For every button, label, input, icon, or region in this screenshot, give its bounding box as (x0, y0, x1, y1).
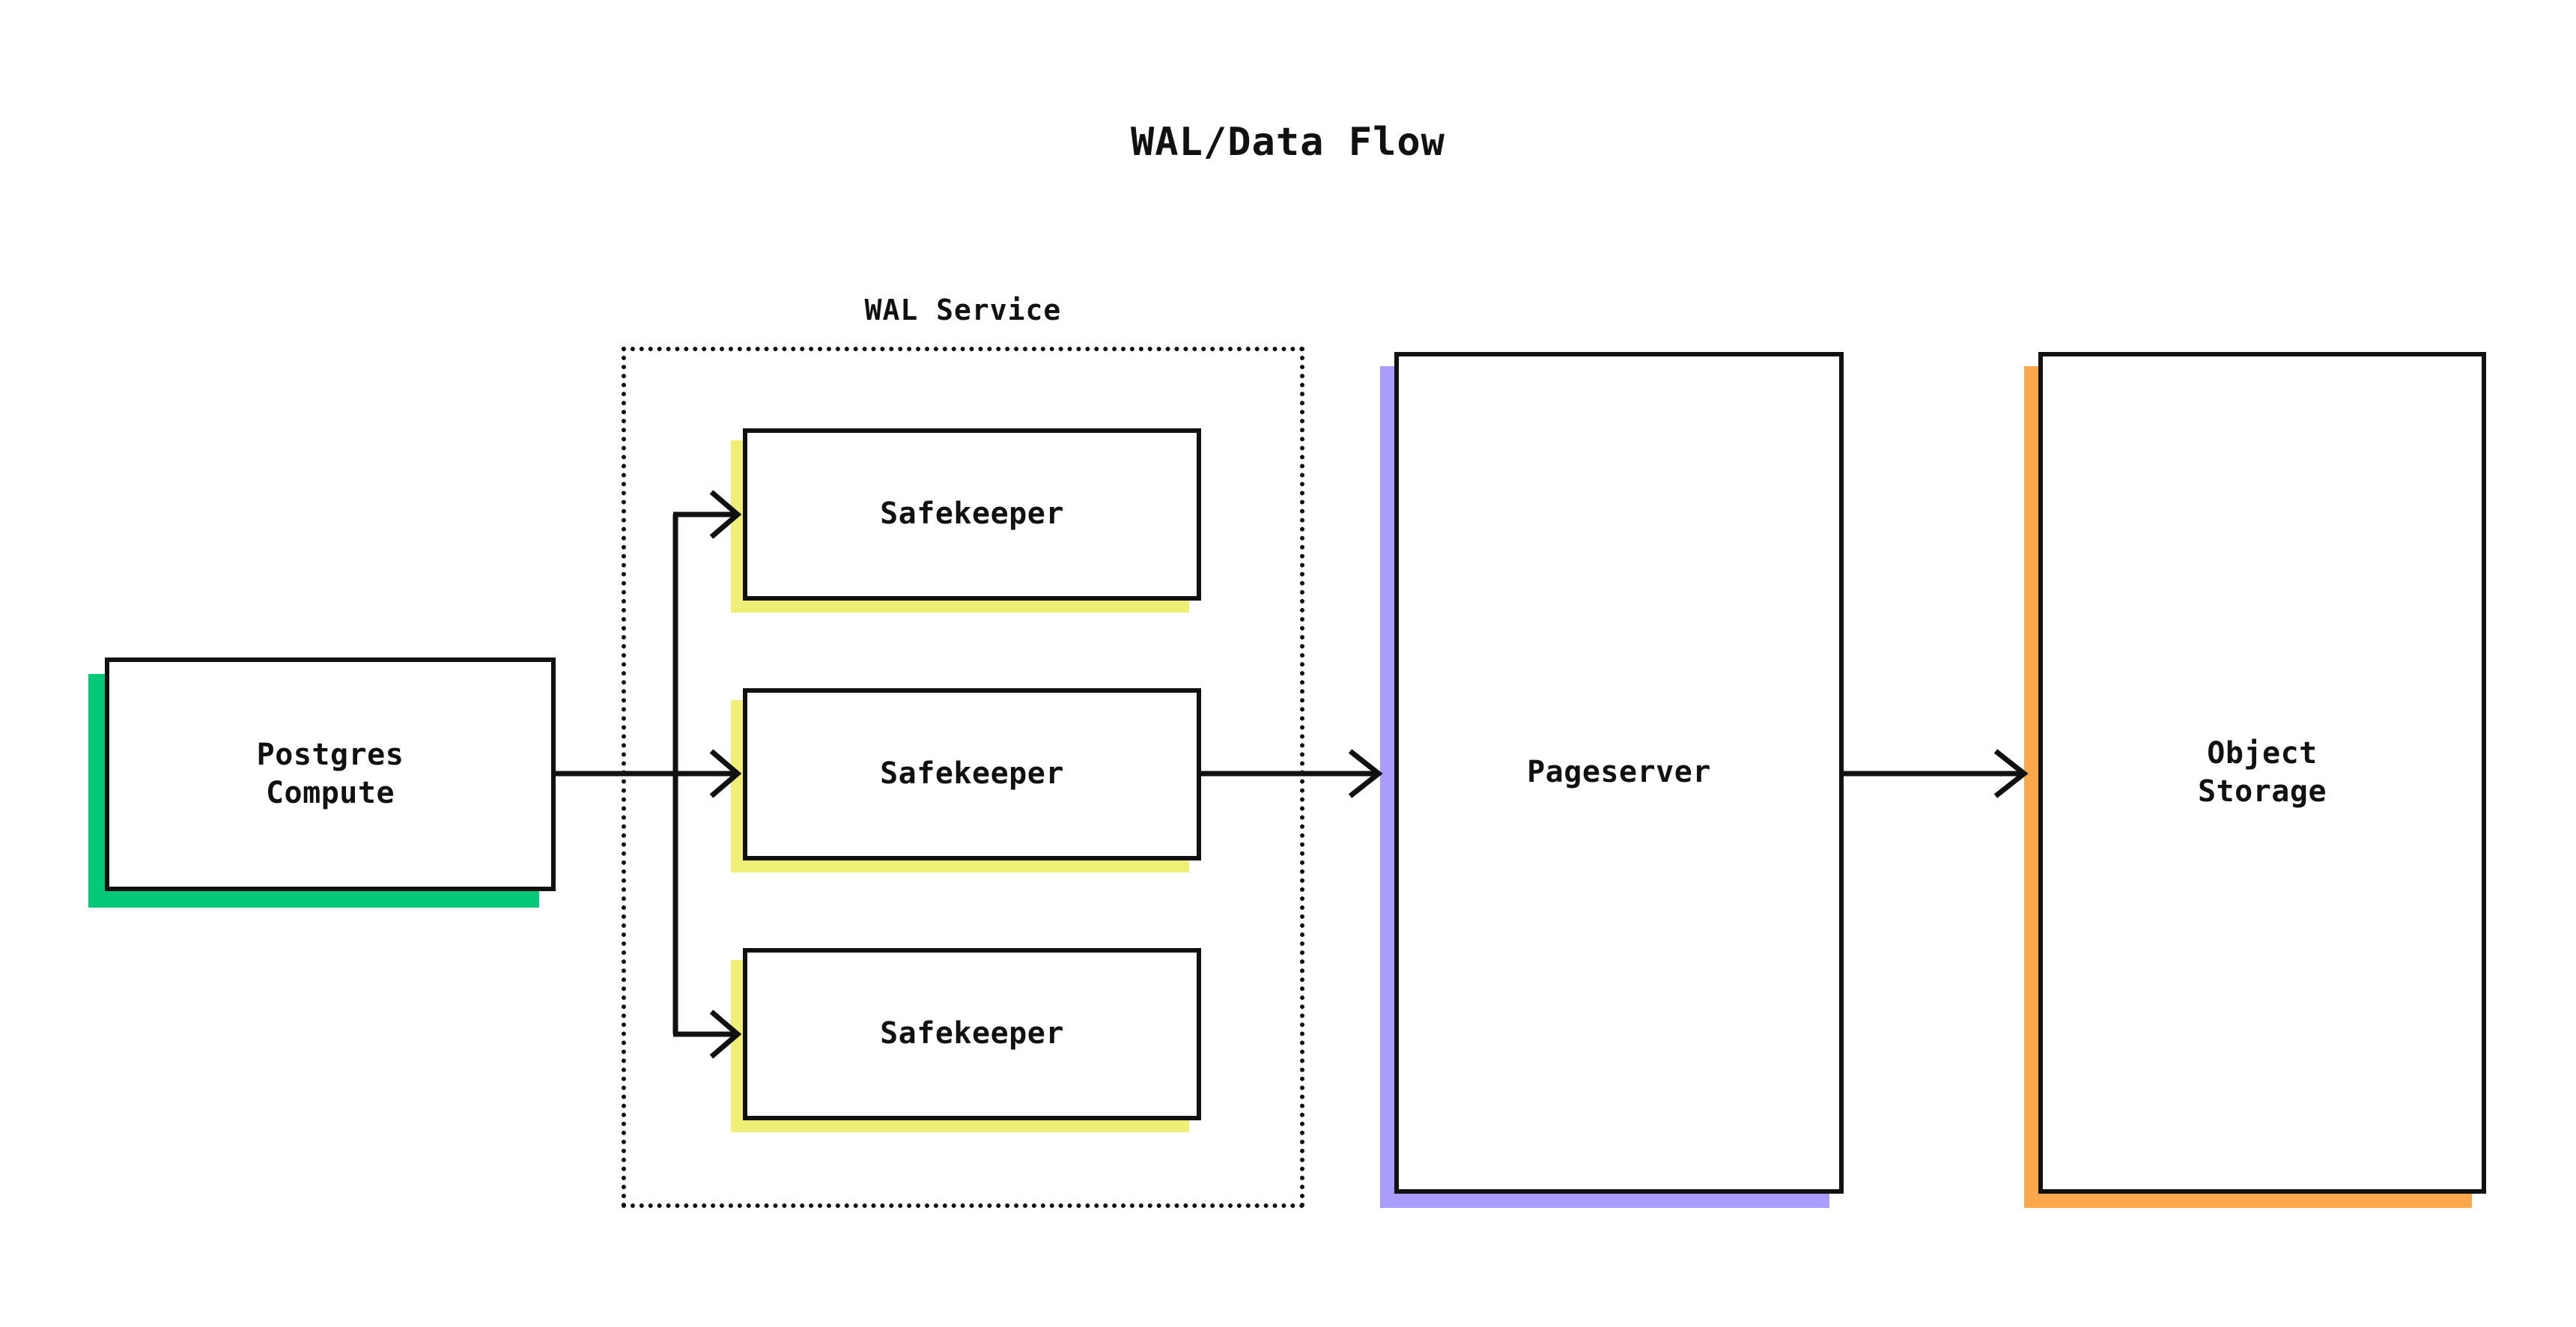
node-postgres-compute[interactable]: Postgres Compute (105, 658, 556, 891)
page-title: WAL/Data Flow (1131, 120, 1445, 165)
node-object-storage-label: Object Storage (2197, 735, 2327, 809)
node-safekeeper-1[interactable]: Safekeeper (743, 428, 1201, 601)
group-boundary-wal-service (622, 347, 1304, 1208)
node-pageserver[interactable]: Pageserver (1394, 352, 1844, 1194)
node-object-storage[interactable]: Object Storage (2038, 352, 2486, 1194)
group-label-wal-service: WAL Service (864, 294, 1062, 327)
arrowhead-object-storage (1993, 749, 2029, 798)
node-safekeeper-1-label: Safekeeper (880, 497, 1064, 532)
node-pageserver-label: Pageserver (1527, 755, 1711, 790)
node-postgres-compute-label: Postgres Compute (256, 737, 404, 810)
arrowhead-pageserver (1348, 749, 1383, 798)
node-safekeeper-3-label: Safekeeper (880, 1016, 1064, 1051)
node-safekeeper-2[interactable]: Safekeeper (743, 688, 1201, 860)
node-safekeeper-3[interactable]: Safekeeper (743, 948, 1201, 1120)
node-safekeeper-2-label: Safekeeper (880, 756, 1064, 792)
